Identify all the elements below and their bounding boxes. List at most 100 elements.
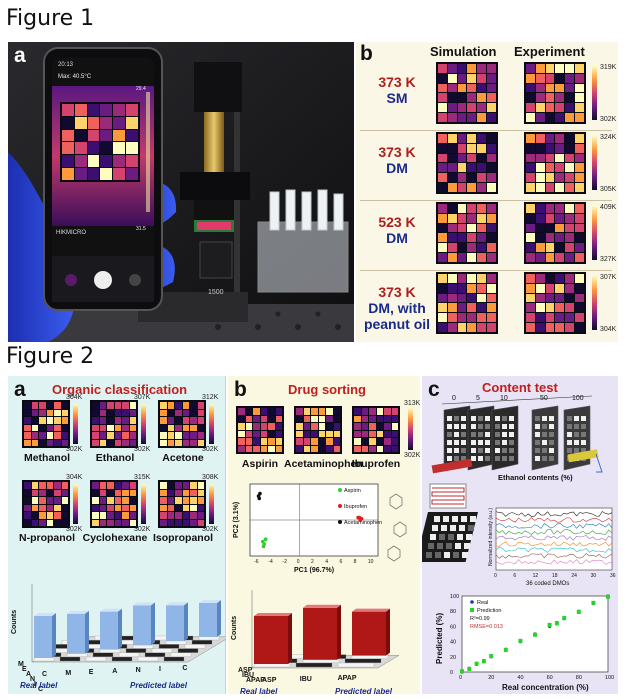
bar3d-floor-cell — [151, 648, 173, 653]
heatmap-cell — [457, 253, 467, 262]
heatmap-cell — [129, 504, 136, 511]
heatmap-cell — [275, 423, 282, 430]
heatmap-cell — [477, 64, 487, 73]
bar3d-bar-top — [133, 602, 155, 606]
pca-x-tick: 10 — [368, 559, 374, 565]
heatmap-cell — [46, 497, 53, 504]
heatmap-cell — [126, 116, 138, 129]
heatmap-cell — [545, 103, 555, 113]
plate-cell — [502, 456, 507, 461]
heatmap-cell — [467, 223, 477, 233]
heatmap-cell — [114, 519, 121, 526]
heatmap-cell — [467, 243, 477, 253]
heatmap-cell — [318, 445, 325, 452]
heatmap-cell — [376, 438, 383, 445]
heatmap-cell — [122, 504, 129, 511]
dmo-tile-cell — [459, 525, 465, 531]
bar3d-bar — [303, 607, 337, 660]
heatmap-cell — [545, 233, 555, 243]
heatmap-cell — [555, 204, 565, 213]
plate-cell — [574, 440, 579, 445]
heatmap-cell — [190, 519, 197, 526]
heatmap-cell — [182, 424, 189, 431]
heatmap-cell — [74, 142, 87, 155]
heatmap-cell — [565, 213, 575, 223]
figure2-panel-a-letter: a — [14, 378, 26, 401]
heatmap-cell — [238, 408, 245, 415]
legend-real-label: Real — [477, 600, 488, 606]
heatmap-cell — [545, 253, 555, 262]
pca-point — [258, 491, 262, 496]
heatmap-cell — [555, 64, 565, 73]
plate-cell — [471, 456, 476, 461]
heatmap-cell — [31, 504, 38, 511]
heatmap-cell — [175, 439, 182, 446]
heatmap-cell — [575, 64, 584, 73]
heatmap-cell — [46, 432, 53, 439]
heatmap-cell — [92, 432, 99, 439]
plate-cell — [535, 456, 540, 461]
heatmap-cell — [31, 439, 38, 446]
organic-cbar-min: 302K — [66, 446, 83, 453]
heatmap-cell — [260, 445, 267, 452]
heatmap-cell — [384, 445, 391, 452]
scatter-pred-point — [489, 654, 494, 659]
heatmap-cell — [54, 497, 61, 504]
intensity-x-tick: 36 — [610, 573, 616, 579]
organic-name: Methanol — [23, 452, 71, 464]
organic-heatmap — [22, 480, 70, 528]
heatmap-cell — [129, 519, 136, 526]
plate-cell — [447, 432, 452, 437]
heatmap-cell — [122, 409, 129, 416]
panel-c-title: Content test — [482, 380, 558, 395]
organic-heatmap — [22, 400, 70, 448]
heatmap-cell — [326, 438, 333, 445]
heatmap-cell — [87, 168, 100, 180]
plate-cell — [574, 448, 579, 453]
bar3d-bar-side — [337, 604, 341, 660]
conc-tick: 0 — [452, 395, 456, 402]
heatmap-cell — [126, 104, 138, 116]
heatmap-cell — [477, 243, 487, 253]
heatmap-cell — [467, 183, 477, 192]
heatmap-cell — [575, 303, 584, 313]
plate-cell — [574, 432, 579, 437]
heatmap-cell — [167, 424, 174, 431]
heatmap-cell — [318, 408, 325, 415]
heatmap-cell — [99, 497, 106, 504]
heatmap-cell — [160, 417, 167, 424]
heatmap-cell — [175, 432, 182, 439]
heatmap-cell — [39, 489, 46, 496]
heatmap-cell — [303, 430, 310, 437]
heatmap-cell — [438, 113, 447, 122]
heatmap-cell — [575, 223, 584, 233]
heatmap-cell — [92, 489, 99, 496]
bar3d-real-tick: ASP — [238, 667, 253, 674]
pca-legend-label: Ibuprofen — [344, 504, 367, 510]
heatmap-cell — [54, 402, 61, 409]
figure1-panel-a-photo: 1500 20:13 Max: 40.5°C 29.4 31.5 HIKMICR… — [8, 42, 354, 342]
plate-cell — [542, 448, 547, 453]
heatmap-cell — [24, 497, 31, 504]
heatmap-cell — [369, 408, 376, 415]
heatmap-cell — [182, 504, 189, 511]
drug-heatmap — [352, 406, 400, 454]
bar3d-pred-tick: C — [42, 671, 47, 678]
pca-point — [261, 544, 266, 549]
intensity-x-tick: 24 — [571, 573, 577, 579]
colorbar-min-label: 304K — [600, 326, 617, 333]
plate-cell — [549, 424, 554, 429]
heatmap-cell — [467, 283, 477, 293]
plate-cell — [549, 416, 554, 421]
organic-name: Isopropanol — [152, 532, 214, 544]
heatmap-cell — [46, 482, 53, 489]
heatmap-cell — [122, 482, 129, 489]
plate-cell — [581, 424, 586, 429]
heatmap-cell — [391, 430, 398, 437]
heatmap-cell — [555, 233, 565, 243]
heatmap-cell — [555, 213, 565, 223]
heatmap-cell — [39, 504, 46, 511]
